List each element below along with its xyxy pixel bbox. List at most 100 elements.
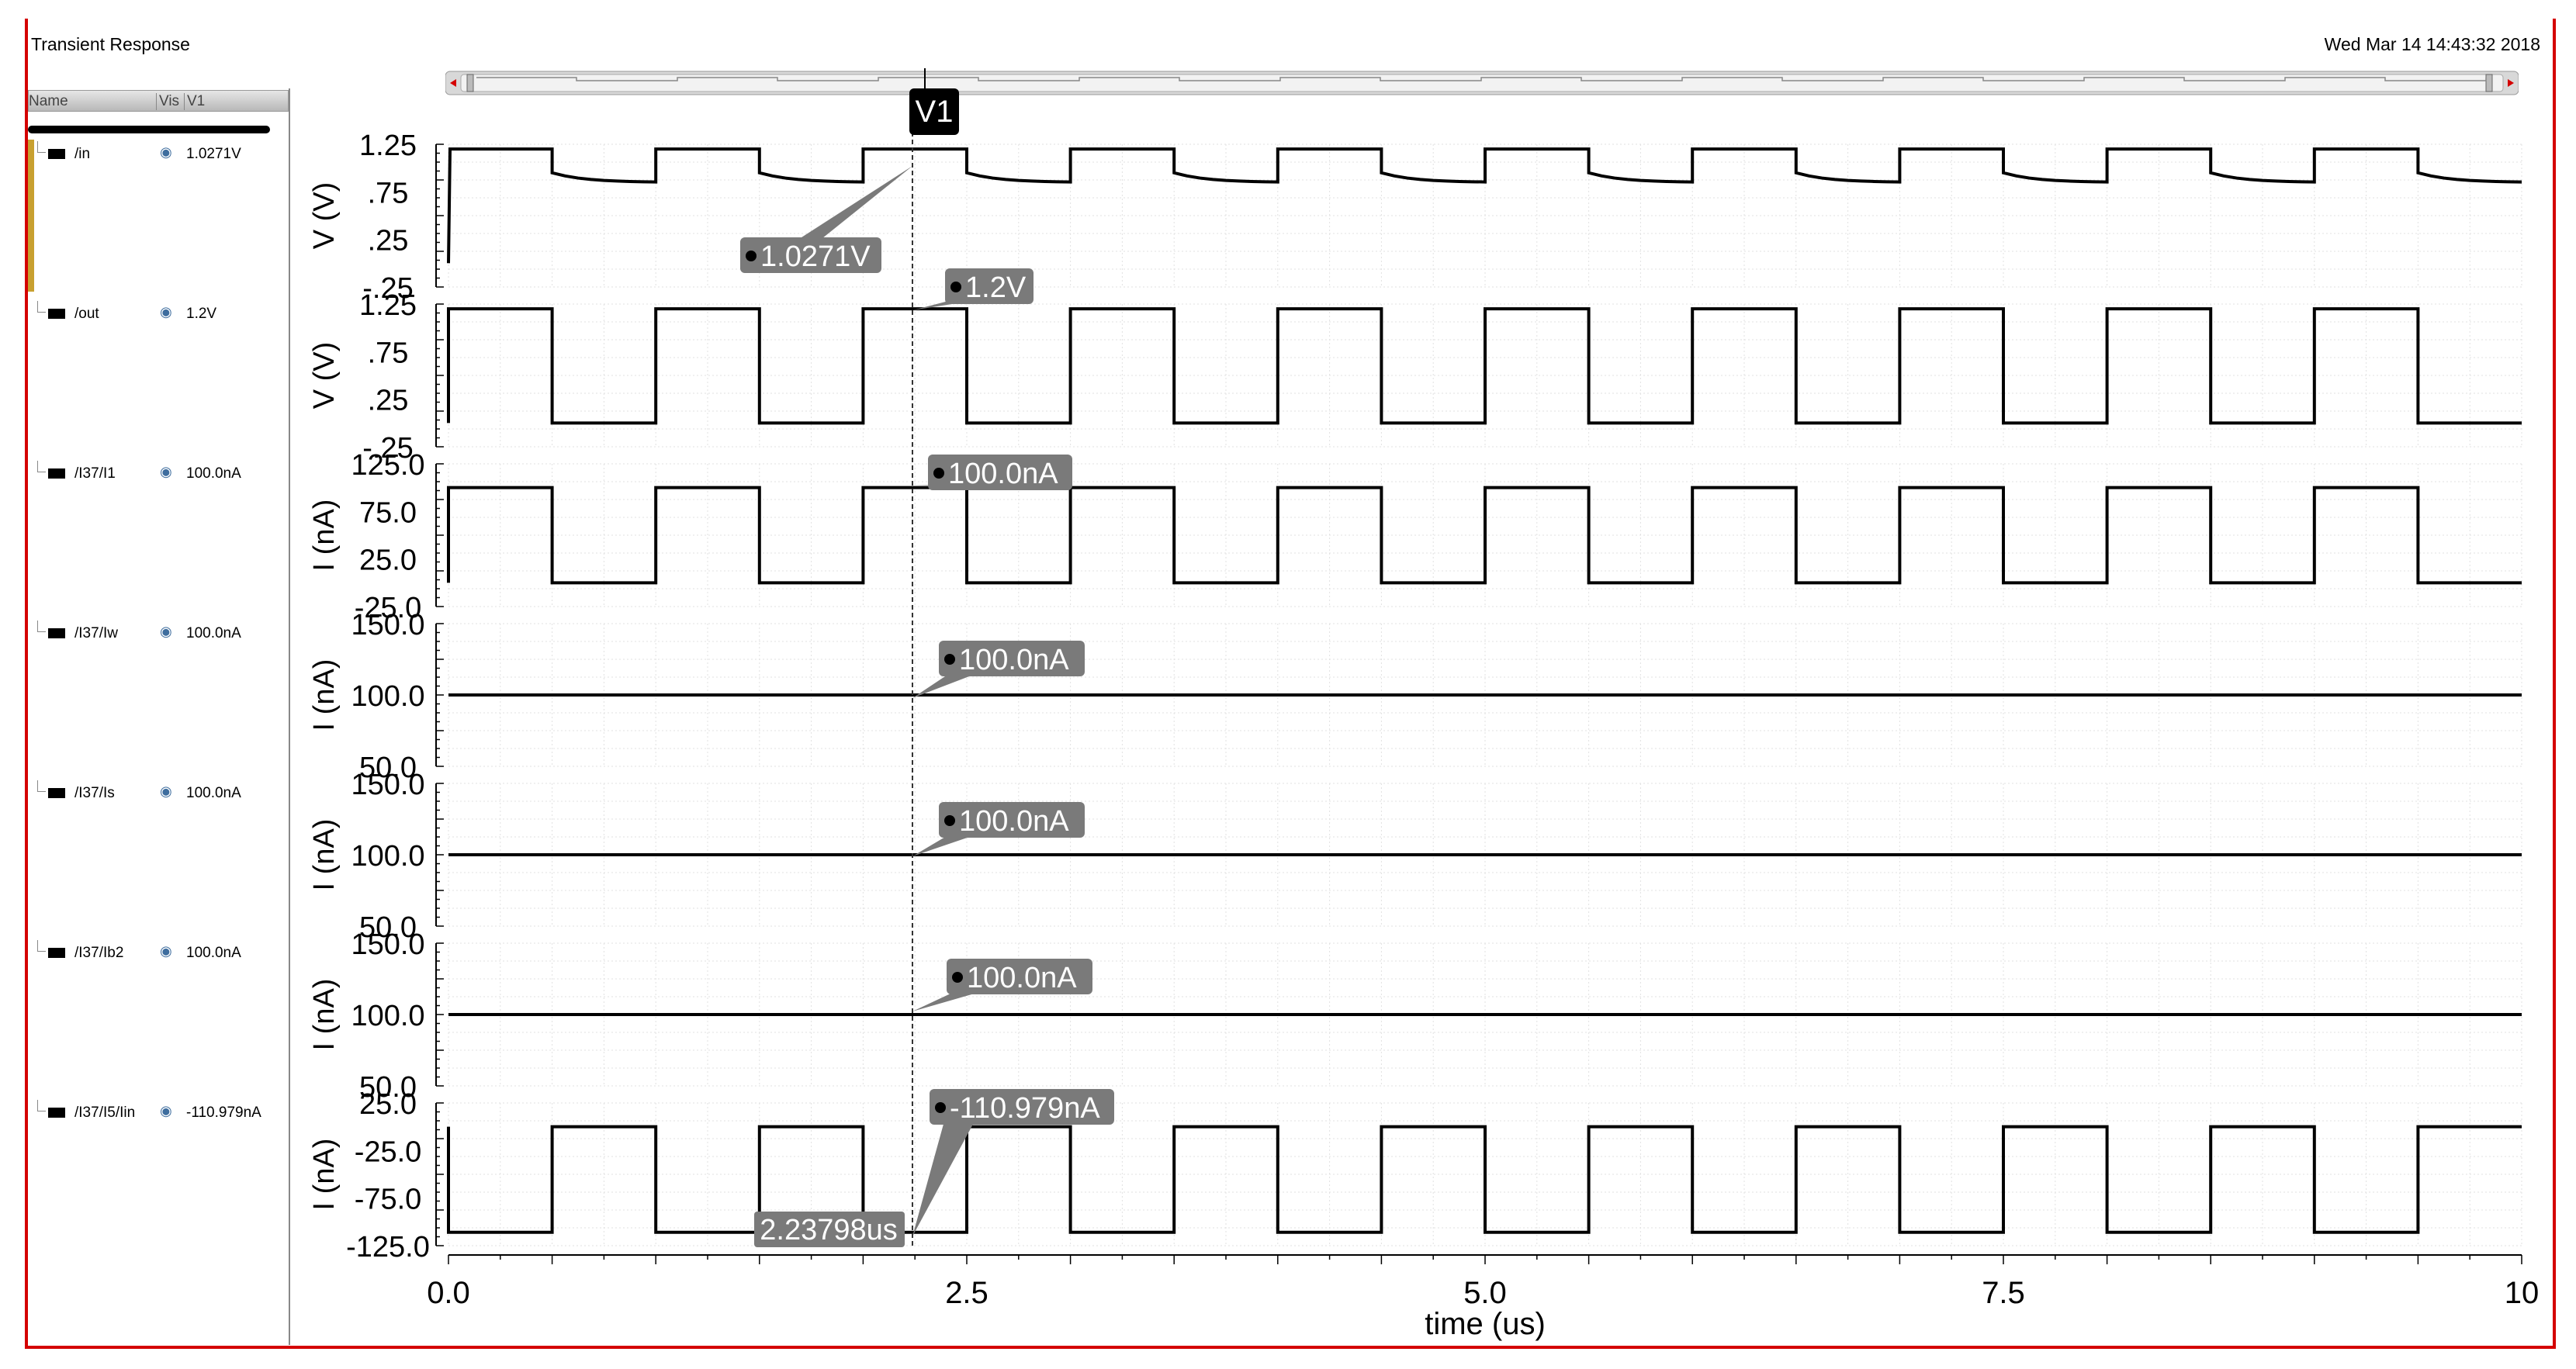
signal-cursor-value: 1.2V [186, 306, 217, 322]
cursor-v1-tag[interactable]: V1 [909, 88, 959, 135]
y-tick-label: -25.0 [355, 592, 422, 624]
y-tick-label: .75 [368, 337, 409, 369]
time-readout-box [754, 1212, 905, 1247]
signal-name: /I37/Is [74, 785, 115, 801]
tree-connector [37, 461, 46, 472]
column-header-name[interactable]: Name [29, 93, 68, 109]
signal-row[interactable]: /in [48, 146, 90, 163]
overview-waveform [476, 77, 2487, 81]
signal-color-swatch [48, 309, 65, 320]
window-title: Transient Response [31, 34, 190, 54]
x-tick-label: 10 [2505, 1276, 2540, 1310]
signal-row[interactable]: /I37/I1 [48, 465, 116, 482]
marker-dot-icon [944, 815, 955, 826]
marker-dot-icon [746, 251, 757, 261]
cursor-marker-4[interactable]: 100.0nA [912, 641, 1085, 698]
marker-dot-icon [952, 972, 963, 983]
marker-box [939, 802, 1085, 838]
y-tick-label: 25.0 [359, 544, 417, 577]
marker-dot-icon [935, 1102, 946, 1113]
marker-dot-icon [944, 654, 955, 665]
y-tick-label: -25.0 [355, 1136, 422, 1168]
signal-cursor-value: 1.0271V [186, 146, 241, 162]
series-line-3 [447, 486, 2522, 585]
eye-icon[interactable]: ◉ [160, 1103, 172, 1118]
signal-color-swatch [48, 1108, 65, 1118]
marker-dot-icon [950, 282, 961, 292]
signal-row[interactable]: /out [48, 306, 99, 323]
y-axis-label: I (nA) [308, 1139, 341, 1211]
signal-name: /I37/I1 [74, 465, 116, 482]
marker-box [947, 959, 1092, 994]
y-tick-label: 150.0 [351, 769, 424, 801]
header-scroll-bar[interactable] [28, 126, 270, 133]
y-tick-label: 125.0 [351, 449, 424, 482]
marker-value: -110.979nA [950, 1092, 1100, 1125]
marker-value: 1.0271V [760, 240, 871, 273]
marker-value: 100.0nA [967, 962, 1077, 994]
y-tick-label: -75.0 [355, 1184, 422, 1216]
signal-table-header: Name Vis V1 [28, 90, 289, 112]
selection-accent [28, 140, 34, 292]
signal-color-swatch [48, 468, 65, 479]
y-tick-label: 25.0 [359, 1088, 417, 1121]
signal-row[interactable]: /I37/Iw [48, 625, 118, 642]
signal-name: /I37/I5/Iin [74, 1105, 136, 1121]
signal-list-panel [28, 88, 290, 1345]
y-tick-label: 100.0 [351, 1000, 424, 1032]
eye-icon[interactable]: ◉ [160, 304, 172, 320]
y-tick-label: 1.25 [359, 130, 417, 162]
marker-box [928, 455, 1072, 490]
tree-connector [37, 780, 46, 792]
cursor-marker-5[interactable]: 100.0nA [912, 802, 1085, 856]
marker-box [740, 237, 881, 273]
y-tick-label: 75.0 [359, 496, 417, 529]
x-tick-label: 0.0 [427, 1276, 470, 1310]
y-tick-label: -125.0 [346, 1231, 430, 1264]
eye-icon[interactable]: ◉ [160, 943, 172, 959]
signal-row[interactable]: /I37/Is [48, 785, 115, 802]
tree-connector [37, 301, 46, 313]
y-tick-label: -.25 [362, 272, 413, 305]
eye-icon[interactable]: ◉ [160, 624, 172, 639]
y-axis-label: I (nA) [308, 659, 341, 731]
y-axis-label: I (nA) [308, 500, 341, 572]
x-tick-label: 7.5 [1982, 1276, 2025, 1310]
series-line-7 [447, 1125, 2522, 1234]
cursor-marker-3[interactable]: 100.0nA [912, 455, 1072, 490]
timestamp: Wed Mar 14 14:43:32 2018 [2324, 34, 2540, 54]
signal-color-swatch [48, 788, 65, 799]
signal-row[interactable]: /I37/Ib2 [48, 945, 123, 962]
x-axis-label: time (us) [1425, 1307, 1546, 1341]
signal-color-swatch [48, 628, 65, 639]
y-tick-label: 150.0 [351, 928, 424, 961]
signal-cursor-value: 100.0nA [186, 785, 241, 801]
marker-pointer [912, 670, 985, 698]
eye-icon[interactable]: ◉ [160, 464, 172, 479]
signal-name: /in [74, 146, 91, 162]
zoom-scrollbar[interactable] [445, 68, 2519, 99]
cursor-marker-2[interactable]: 1.2V [912, 268, 1034, 310]
eye-icon[interactable]: ◉ [160, 783, 172, 799]
tree-connector [37, 1100, 46, 1111]
column-header-cursor[interactable]: V1 [184, 93, 205, 110]
x-tick-label: 2.5 [945, 1276, 989, 1310]
y-tick-label: .25 [368, 385, 409, 417]
signal-name: /out [74, 306, 99, 322]
signal-color-swatch [48, 948, 65, 959]
cursor-marker-1[interactable]: 1.0271V [740, 166, 912, 273]
marker-box [945, 268, 1034, 304]
column-header-vis[interactable]: Vis [156, 93, 179, 110]
eye-icon[interactable]: ◉ [160, 144, 172, 160]
y-tick-label: -.25 [362, 432, 413, 465]
tree-connector [37, 940, 46, 952]
tree-connector [37, 621, 46, 632]
y-axis-label: V (V) [308, 182, 341, 250]
cursor-marker-7[interactable]: -110.979nA [912, 1089, 1114, 1236]
frame-border [25, 19, 2556, 1349]
cursor-marker-6[interactable]: 100.0nA [912, 959, 1092, 1011]
signal-row[interactable]: /I37/I5/Iin [48, 1105, 135, 1122]
y-tick-label: 50.0 [359, 752, 417, 784]
